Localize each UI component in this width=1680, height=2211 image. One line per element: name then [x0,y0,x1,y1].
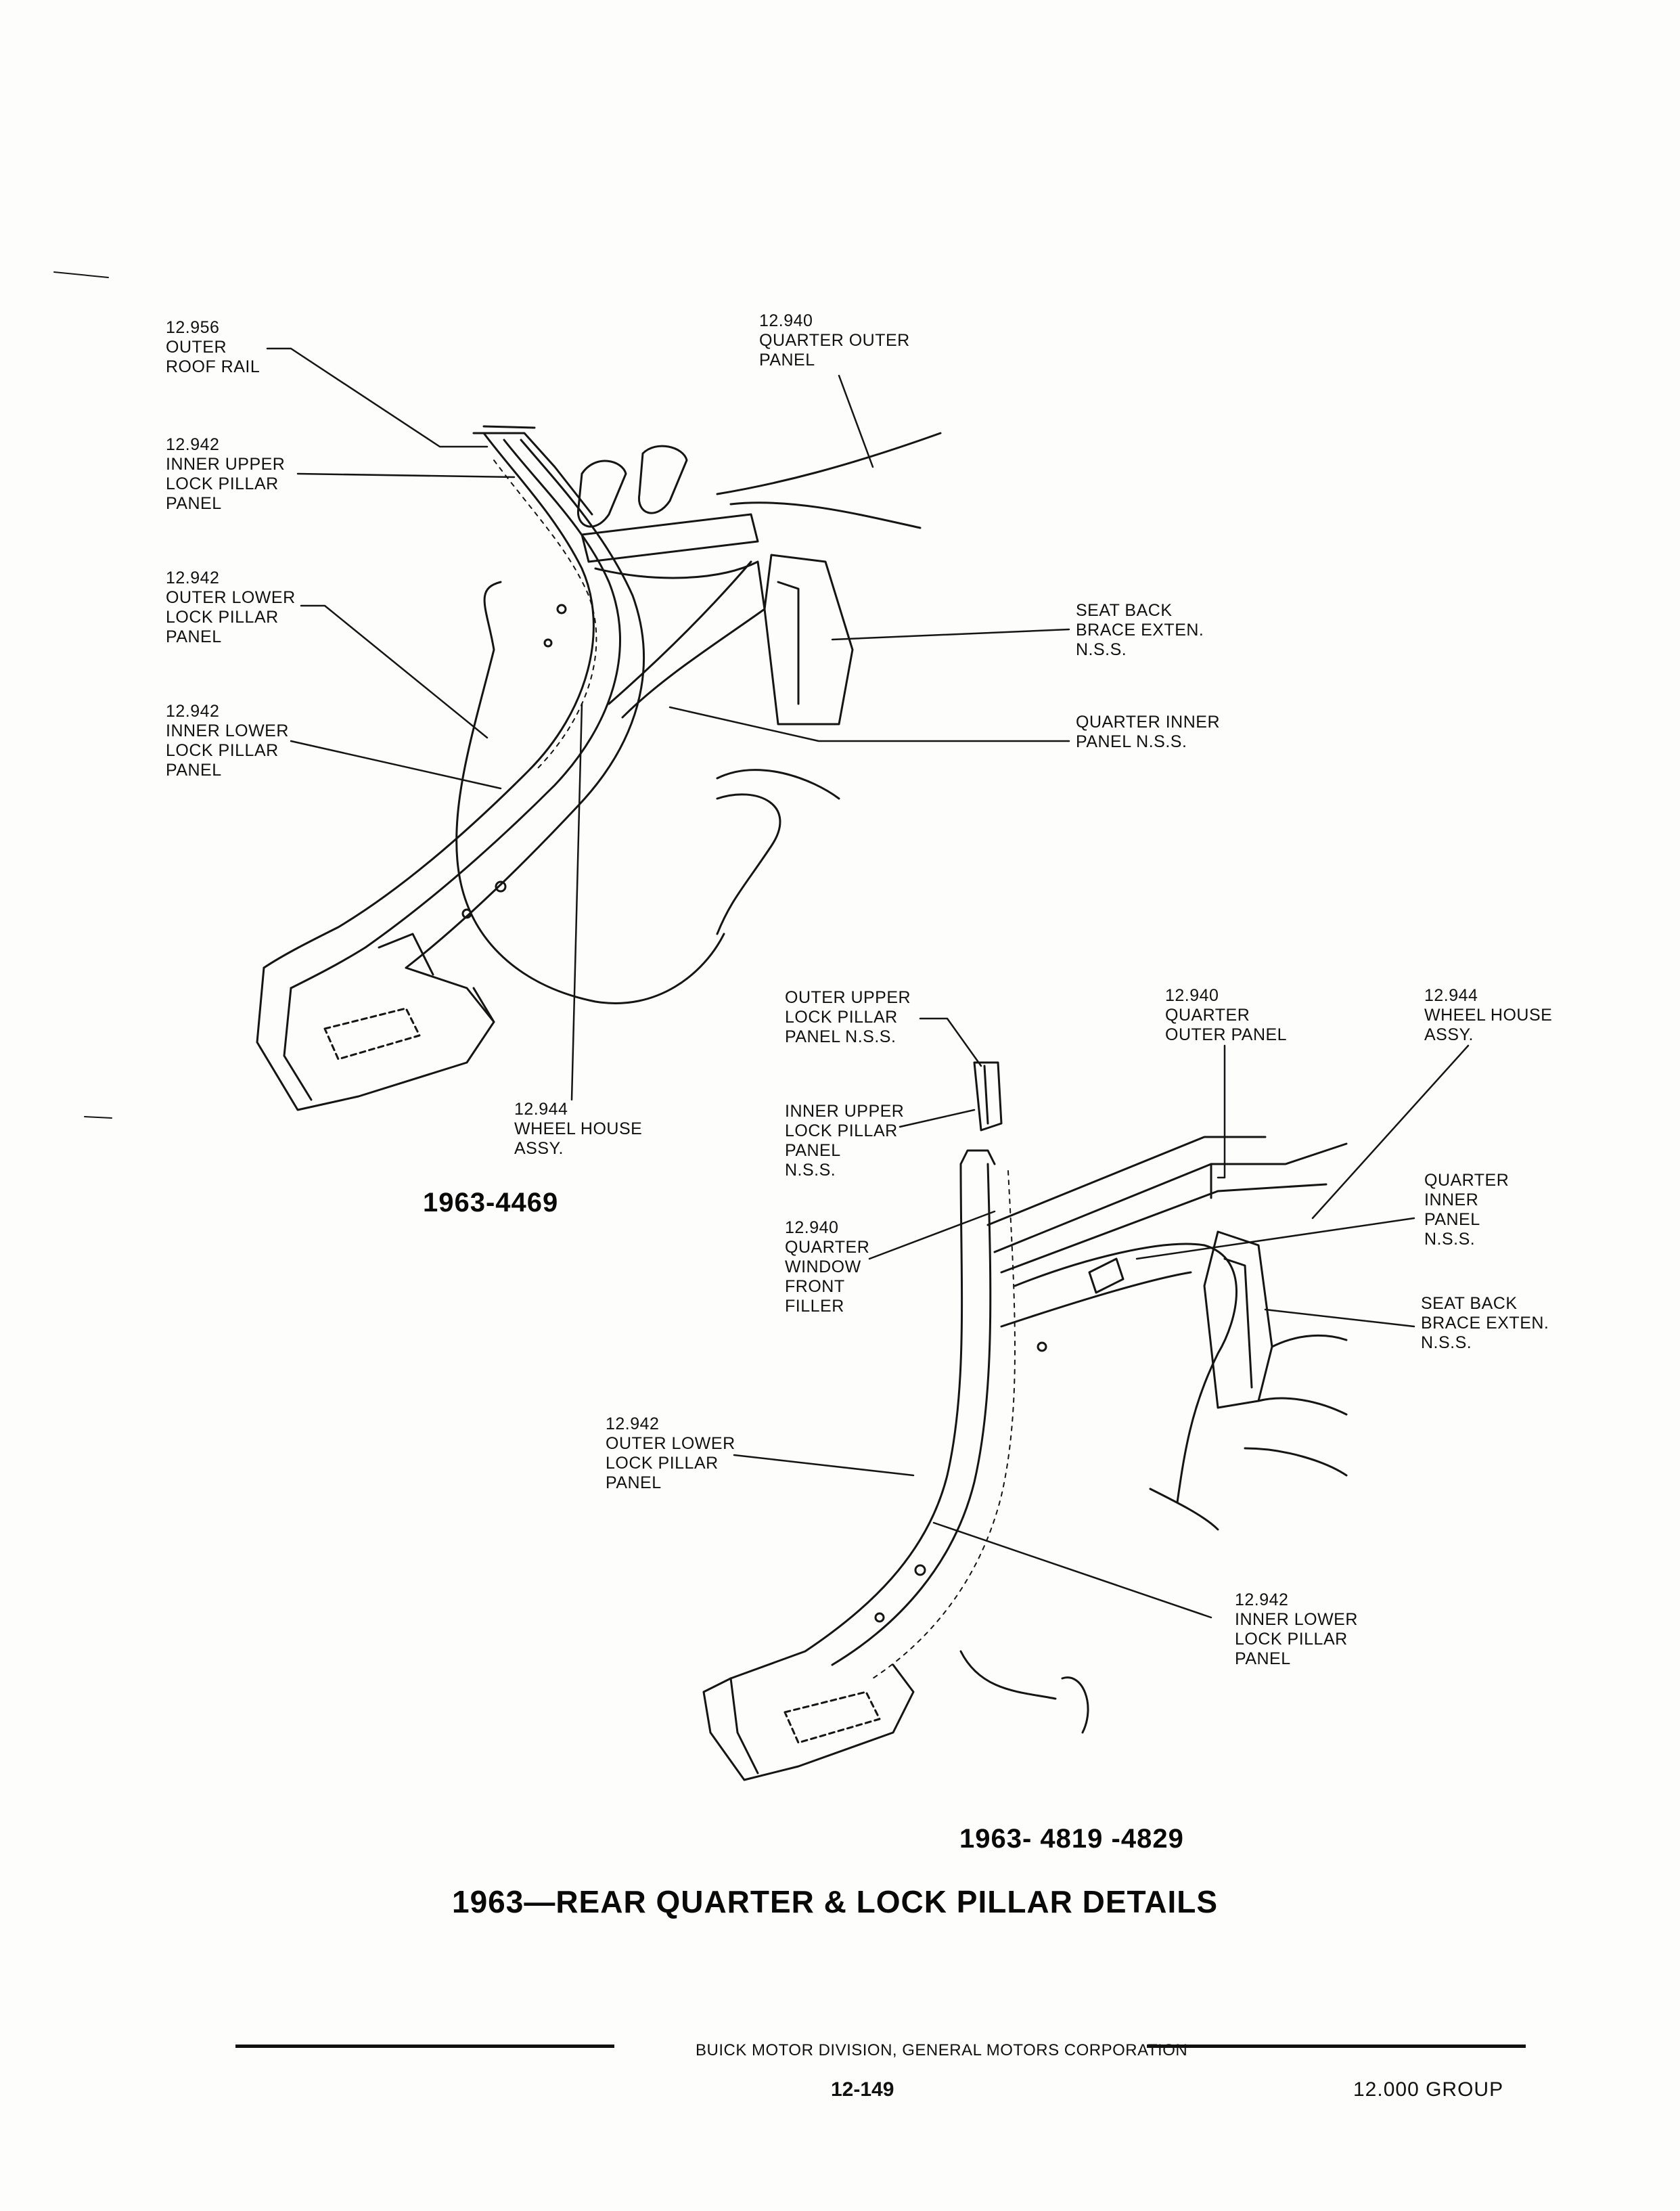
callout-quarter-outer-panel-top: 12.940 QUARTER OUTER PANEL [759,311,910,370]
callout-inner-upper-lock-pillar-lower-fig: INNER UPPER LOCK PILLAR PANEL N.S.S. [785,1102,905,1180]
callout-inner-lower-lock-pillar-upper-fig: 12.942 INNER LOWER LOCK PILLAR PANEL [166,702,289,780]
callout-quarter-inner-panel-upper-fig: QUARTER INNER PANEL N.S.S. [1076,713,1221,751]
callout-quarter-inner-panel-lower-fig: QUARTER INNER PANEL N.S.S. [1424,1171,1509,1249]
callout-outer-roof-rail: 12.956 OUTER ROOF RAIL [166,318,260,376]
callout-outer-lower-lock-pillar-upper-fig: 12.942 OUTER LOWER LOCK PILLAR PANEL [166,568,296,646]
figure-id-upper: 1963-4469 [423,1188,559,1218]
footer-rule-right [1147,2045,1526,2048]
footer-group: 12.000 GROUP [1353,2078,1504,2101]
footer-rule-left [235,2045,614,2048]
lower-assembly-drawing [702,1061,1348,1781]
callout-quarter-window-front-filler: 12.940 QUARTER WINDOW FRONT FILLER [785,1218,870,1316]
callout-inner-lower-lock-pillar-lower-fig: 12.942 INNER LOWER LOCK PILLAR PANEL [1235,1590,1358,1668]
upper-assembly-drawing [256,425,942,1111]
figure-id-lower: 1963- 4819 -4829 [959,1824,1184,1854]
callout-wheel-house-upper-fig: 12.944 WHEEL HOUSE ASSY. [514,1100,643,1158]
callout-outer-lower-lock-pillar-lower-fig: 12.942 OUTER LOWER LOCK PILLAR PANEL [606,1414,735,1492]
leader-lines [266,347,1470,1619]
callout-quarter-outer-panel-lower-fig: 12.940 QUARTER OUTER PANEL [1165,986,1288,1044]
footer-publisher: BUICK MOTOR DIVISION, GENERAL MOTORS COR… [696,2041,1188,2059]
callout-seat-back-brace-lower-fig: SEAT BACK BRACE EXTEN. N.S.S. [1421,1294,1549,1352]
page-title: 1963—REAR QUARTER & LOCK PILLAR DETAILS [452,1884,1219,1919]
callout-wheel-house-lower-fig: 12.944 WHEEL HOUSE ASSY. [1424,986,1553,1044]
footer-page-number: 12-149 [831,2078,894,2101]
callout-outer-upper-lock-pillar-lower-fig: OUTER UPPER LOCK PILLAR PANEL N.S.S. [785,988,911,1046]
callout-seat-back-brace-upper-fig: SEAT BACK BRACE EXTEN. N.S.S. [1076,601,1204,659]
callout-inner-upper-lock-pillar-upper-fig: 12.942 INNER UPPER LOCK PILLAR PANEL [166,435,286,513]
